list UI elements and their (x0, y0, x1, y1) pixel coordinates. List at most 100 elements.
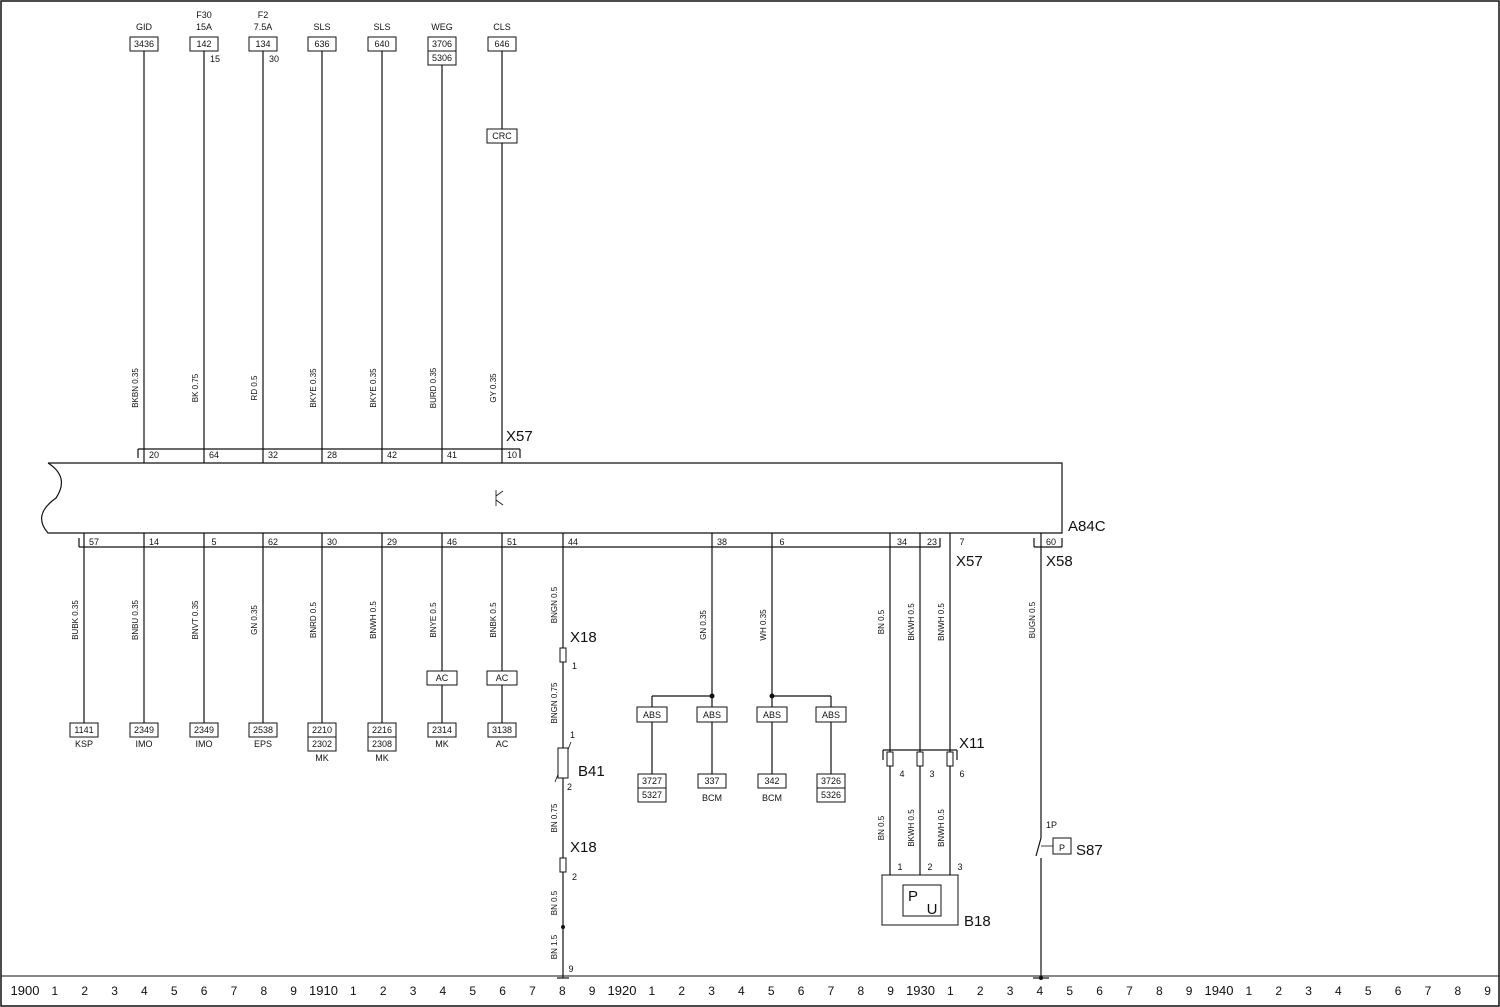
top-wire-pin-extra: 30 (269, 54, 279, 64)
top-wire-spec: BKYE 0.35 (309, 368, 318, 408)
pressure-wire-spec: BNWH 0.5 (937, 603, 946, 641)
shapes-layer (69, 36, 1072, 980)
bottom-wire-box-cell (69, 722, 99, 738)
transistor-emitter (495, 499, 504, 506)
x18-top-pin: 1 (572, 661, 577, 671)
ruler-tick: 7 (529, 984, 536, 998)
switch-ground-node (1039, 976, 1043, 980)
ruler-tick: 6 (1096, 984, 1103, 998)
abs-left-target-box-value: 5327 (642, 790, 662, 800)
ruler-tick: 6 (499, 984, 506, 998)
pressure-wire-spec: BN 0.5 (877, 609, 886, 634)
x11-terminal-body (946, 751, 954, 767)
bottom-wire-box-value: 3138 (492, 725, 512, 735)
top-wire-spec: BURD 0.35 (429, 367, 438, 408)
bottom-wire-box-value: 2210 (312, 725, 332, 735)
bottom-wire-box-cell (129, 722, 159, 738)
top-wire-spec: BKYE 0.35 (369, 368, 378, 408)
bottom-wire-spec: BUBK 0.35 (71, 600, 80, 640)
top-wire-head: F30 (196, 10, 212, 20)
abs-right-abs-box (756, 706, 788, 723)
top-wire-spec: RD 0.5 (250, 375, 259, 400)
b18-pin: 3 (957, 862, 962, 872)
abs-left-target-box-cell (637, 787, 667, 803)
top-wire-mid-box (486, 128, 518, 144)
pressure-wire-spec: BKWH 0.5 (907, 603, 916, 641)
abs-left-target-box-cell (697, 773, 727, 789)
sensor-splice (561, 925, 565, 929)
abs-right-target-box-cell (816, 787, 846, 803)
bottom-connector-label-x57: X57 (956, 553, 983, 570)
top-wire-head: 7.5A (254, 22, 273, 32)
abs-right-splice (769, 693, 775, 699)
bottom-wire-box-value: 2349 (194, 725, 214, 735)
bottom-wire-foot: IMO (196, 739, 213, 749)
x11-label: X11 (959, 735, 985, 752)
b18-pin: 1 (897, 862, 902, 872)
top-wire-pin: 41 (447, 450, 457, 460)
abs-left-abs-box (636, 706, 668, 723)
top-wire-box-value: 646 (494, 39, 509, 49)
x18-bottom-body (559, 857, 567, 873)
bottom-wire-foot: KSP (75, 739, 93, 749)
abs-right-pin: 6 (779, 537, 784, 547)
sensor-ground-pin: 9 (568, 964, 573, 974)
ruler-tick: 7 (828, 984, 835, 998)
top-wire-box-cell (307, 36, 337, 52)
top-wire-box-cell (427, 50, 457, 66)
bottom-wire-pin: 62 (268, 537, 278, 547)
abs-left-target-box-value: 337 (704, 776, 719, 786)
bottom-connector-label-x58: X58 (1046, 553, 1073, 570)
sensor-wire-spec: BN 1.5 (550, 934, 559, 959)
abs-left-foot: BCM (702, 793, 722, 803)
abs-left-wire-spec: GN 0.35 (699, 610, 708, 640)
top-wire-head: SLS (313, 22, 330, 32)
ruler-tick: 6 (798, 984, 805, 998)
x18-bottom-pin: 2 (572, 872, 577, 882)
top-wire-box-cell (487, 36, 517, 52)
transistor-collector (495, 490, 504, 497)
switch-symbol: P (1059, 843, 1065, 853)
bottom-wire-box-value: 1141 (74, 725, 93, 735)
top-wire-mid-label: CRC (492, 131, 512, 141)
top-wire-box-cell (189, 36, 219, 52)
pressure-pin: 23 (927, 537, 937, 547)
bottom-wire-foot: EPS (254, 739, 272, 749)
top-wire-head: CLS (493, 22, 511, 32)
x11-pin: 3 (929, 769, 934, 779)
bottom-wire-foot: AC (496, 739, 509, 749)
ruler-tick: 6 (201, 984, 208, 998)
bottom-wire-mid-box (486, 670, 518, 686)
x18-top-body (559, 647, 567, 663)
bottom-wire-spec: BNWH 0.5 (369, 601, 378, 639)
switch-pin: 60 (1046, 537, 1056, 547)
top-wire-box-value: 5306 (432, 53, 452, 63)
bottom-wire-box-value: 2216 (372, 725, 392, 735)
ruler-tick: 8 (1454, 984, 1461, 998)
top-connector-label: X57 (506, 428, 533, 445)
bottom-wire-pin: 14 (149, 537, 159, 547)
b18-symbol-p: P (908, 888, 918, 905)
ruler-tick: 8 (260, 984, 267, 998)
ruler-tick: 9 (290, 984, 297, 998)
ruler-tick: 7 (231, 984, 238, 998)
top-wire-head: F2 (258, 10, 269, 20)
ruler-tick: 3 (1007, 984, 1014, 998)
ruler-tick: 5 (1365, 984, 1372, 998)
ruler-tick: 3 (1305, 984, 1312, 998)
ruler-tick: 4 (440, 984, 447, 998)
bottom-wire-box-cell (248, 722, 278, 738)
bottom-wire-mid-label: AC (496, 673, 509, 683)
bottom-wire-spec: GN 0.35 (250, 605, 259, 635)
ruler-tick: 4 (1037, 984, 1044, 998)
ruler-tick: 9 (1186, 984, 1193, 998)
bottom-wire-spec: BNYE 0.5 (429, 602, 438, 638)
x18-top-label: X18 (570, 629, 597, 646)
bottom-wire-box-cell (427, 722, 457, 738)
ruler-tick: 9 (589, 984, 596, 998)
control-module-outline (41, 462, 1063, 534)
pressure-pin: 34 (897, 537, 907, 547)
abs-left-splice (709, 693, 715, 699)
